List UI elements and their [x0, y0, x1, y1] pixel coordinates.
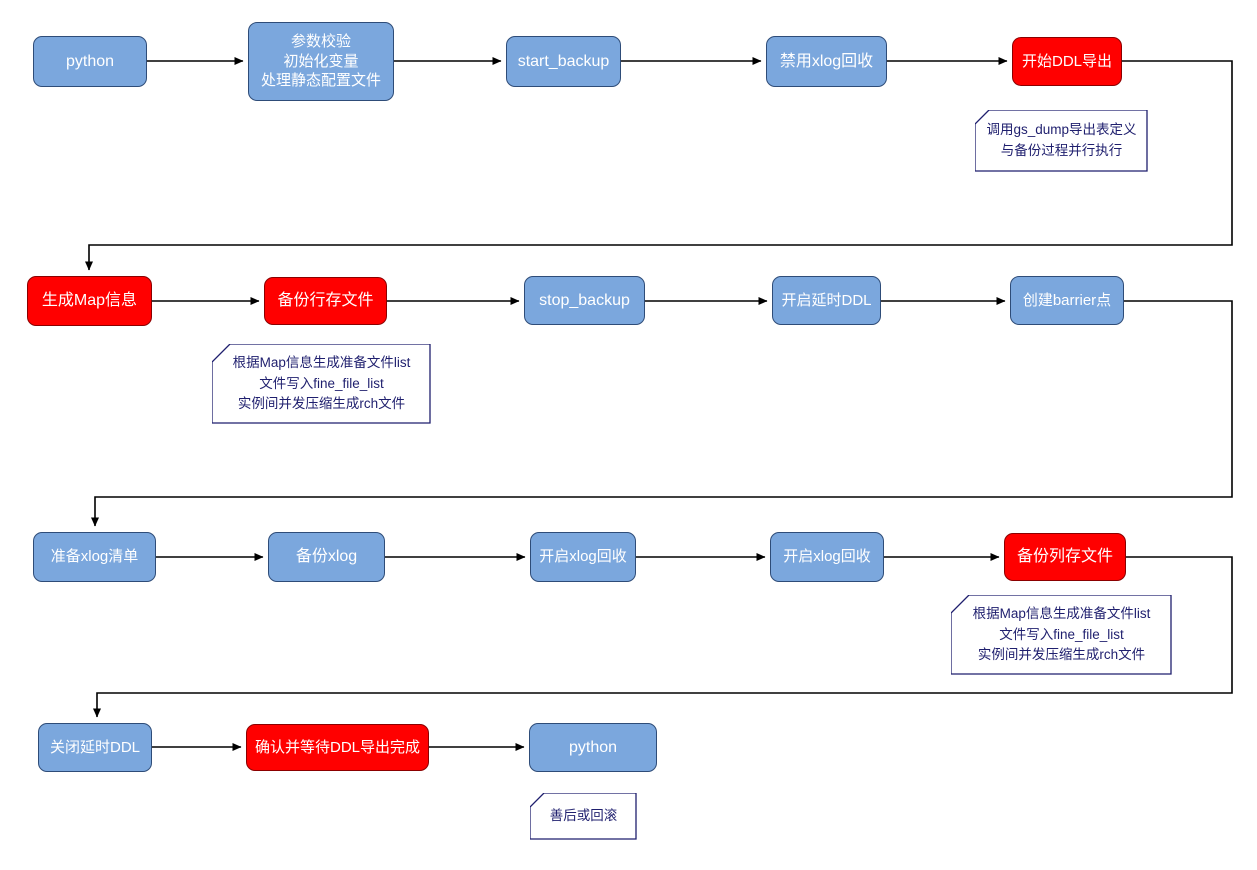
note-rowstore-detail: 根据Map信息生成准备文件list 文件写入fine_file_list 实例间…: [212, 344, 431, 424]
node-python-start[interactable]: python: [33, 36, 147, 87]
node-create-barrier-point[interactable]: 创建barrier点: [1010, 276, 1124, 325]
note-colstore-detail: 根据Map信息生成准备文件list 文件写入fine_file_list 实例间…: [951, 595, 1172, 675]
node-param-validate[interactable]: 参数校验 初始化变量 处理静态配置文件: [248, 22, 394, 101]
node-backup-colstore-files[interactable]: 备份列存文件: [1004, 533, 1126, 581]
note-cleanup-or-rollback: 善后或回滚: [530, 793, 637, 840]
node-python-end[interactable]: python: [529, 723, 657, 772]
node-disable-xlog-recycle[interactable]: 禁用xlog回收: [766, 36, 887, 87]
node-confirm-wait-ddl-export[interactable]: 确认并等待DDL导出完成: [246, 724, 429, 771]
node-close-delay-ddl[interactable]: 关闭延时DDL: [38, 723, 152, 772]
node-start-backup[interactable]: start_backup: [506, 36, 621, 87]
node-prepare-xlog-list[interactable]: 准备xlog清单: [33, 532, 156, 582]
node-backup-xlog[interactable]: 备份xlog: [268, 532, 385, 582]
note-text: 善后或回滚: [549, 808, 618, 824]
node-start-ddl-export[interactable]: 开始DDL导出: [1012, 37, 1122, 86]
node-enable-xlog-recycle-a[interactable]: 开启xlog回收: [530, 532, 636, 582]
node-enable-delay-ddl[interactable]: 开启延时DDL: [772, 276, 881, 325]
note-shape: [530, 793, 637, 840]
node-generate-map-info[interactable]: 生成Map信息: [27, 276, 152, 326]
node-stop-backup[interactable]: stop_backup: [524, 276, 645, 325]
note-text: 根据Map信息生成准备文件list 文件写入fine_file_list 实例间…: [232, 355, 411, 412]
note-text: 根据Map信息生成准备文件list 文件写入fine_file_list 实例间…: [972, 606, 1151, 663]
note-text: 调用gs_dump导出表定义 与备份过程并行执行: [986, 122, 1137, 158]
node-enable-xlog-recycle-b[interactable]: 开启xlog回收: [770, 532, 884, 582]
node-backup-rowstore-files[interactable]: 备份行存文件: [264, 277, 387, 325]
note-gs-dump: 调用gs_dump导出表定义 与备份过程并行执行: [975, 110, 1148, 172]
